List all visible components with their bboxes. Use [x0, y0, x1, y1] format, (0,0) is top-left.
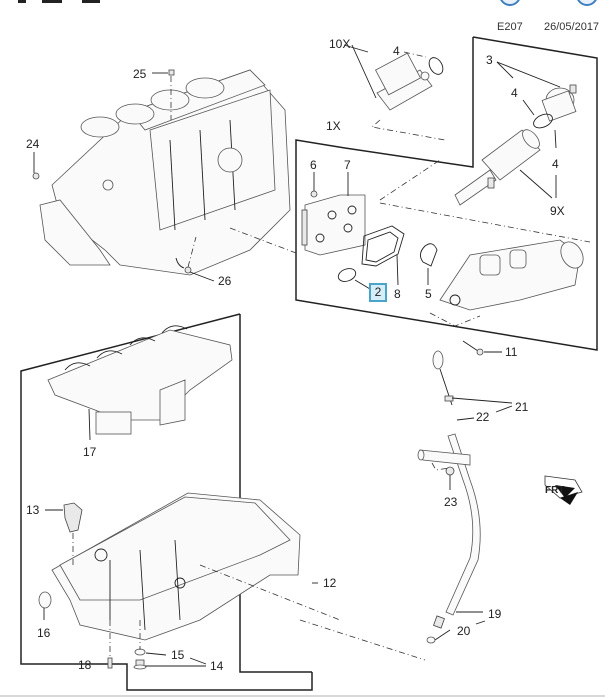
callout-17[interactable]: 17	[83, 445, 97, 459]
tube-bracket	[417, 449, 471, 466]
part-25-dowel	[168, 69, 175, 76]
part-21-dipstick	[432, 350, 454, 406]
callout-15[interactable]: 15	[171, 648, 185, 662]
callout-1X[interactable]: 1X	[326, 119, 341, 133]
part-11-bolt	[462, 340, 484, 356]
callout-18[interactable]: 18	[78, 658, 92, 672]
callout-5[interactable]: 5	[425, 287, 432, 301]
part-13-baffle	[63, 502, 83, 533]
part-4-oring-cap	[533, 113, 553, 129]
part-24-plug	[32, 172, 40, 180]
callout-11[interactable]: 11	[505, 345, 518, 359]
part-8-gasket	[361, 225, 405, 267]
oil-pan-box-step	[239, 314, 312, 673]
callout-19[interactable]: 19	[488, 607, 502, 621]
part-4-oring-top	[428, 57, 444, 75]
toolbar-fragment	[18, 0, 26, 3]
part-9x-filter-element	[454, 129, 541, 206]
callout-13[interactable]: 13	[26, 503, 40, 517]
diagram-date: 26/05/2017	[544, 21, 600, 33]
callout-16[interactable]: 16	[37, 626, 51, 640]
callout-23[interactable]: 23	[444, 495, 458, 509]
callout-25[interactable]: 25	[133, 67, 147, 81]
callout-20[interactable]: 20	[457, 624, 471, 638]
callout-3[interactable]: 3	[486, 53, 493, 67]
callout-21[interactable]: 21	[515, 400, 529, 414]
diagram-code: E207	[497, 21, 523, 33]
callout-14[interactable]: 14	[210, 659, 224, 673]
callout-12[interactable]: 12	[323, 576, 337, 590]
callout-26[interactable]: 26	[218, 274, 232, 288]
oil-filter-housing	[439, 239, 584, 311]
toolbar-fragment	[82, 0, 100, 3]
part-17-oil-pan-upper	[47, 325, 233, 435]
oil-pan-box	[20, 313, 313, 691]
callout-24[interactable]: 24	[26, 137, 40, 151]
part-19-dipstick-tube	[426, 433, 481, 644]
front-direction-indicator	[544, 475, 583, 505]
part-18-bolt	[107, 657, 113, 669]
callout-6[interactable]: 6	[310, 158, 317, 172]
callout-22[interactable]: 22	[476, 410, 490, 424]
callout-4-cap[interactable]: 4	[511, 86, 518, 100]
callout-8[interactable]: 8	[394, 287, 401, 301]
oil-filter-box-inner	[344, 37, 474, 168]
part-6-bolt	[310, 190, 318, 198]
part-7-oil-cooler	[301, 194, 366, 256]
front-label: FRT	[545, 485, 564, 496]
toolbar	[0, 0, 605, 8]
engine-block	[39, 69, 291, 276]
toolbar-fragment	[42, 0, 62, 3]
part-26-sensor	[175, 257, 192, 274]
callout-2-selected[interactable]: 2	[369, 283, 387, 302]
callout-7[interactable]: 7	[344, 158, 351, 172]
part-5-seal	[420, 243, 438, 267]
part-2-oring	[337, 268, 357, 282]
part-12-oil-pan-lower	[51, 492, 301, 641]
oil-cooler-assembly-box	[295, 36, 598, 351]
part-16-plug	[38, 591, 52, 609]
part-14-drain-plug	[133, 659, 147, 670]
part-10x-oil-filter	[374, 52, 433, 111]
callout-4-top[interactable]: 4	[393, 44, 400, 58]
part-3-filter-cap	[541, 84, 577, 122]
bottom-divider	[0, 695, 605, 697]
callout-10X[interactable]: 10X	[329, 37, 350, 51]
part-23-nut	[445, 466, 455, 476]
callout-4-right[interactable]: 4	[552, 157, 559, 171]
callout-9X[interactable]: 9X	[550, 204, 565, 218]
